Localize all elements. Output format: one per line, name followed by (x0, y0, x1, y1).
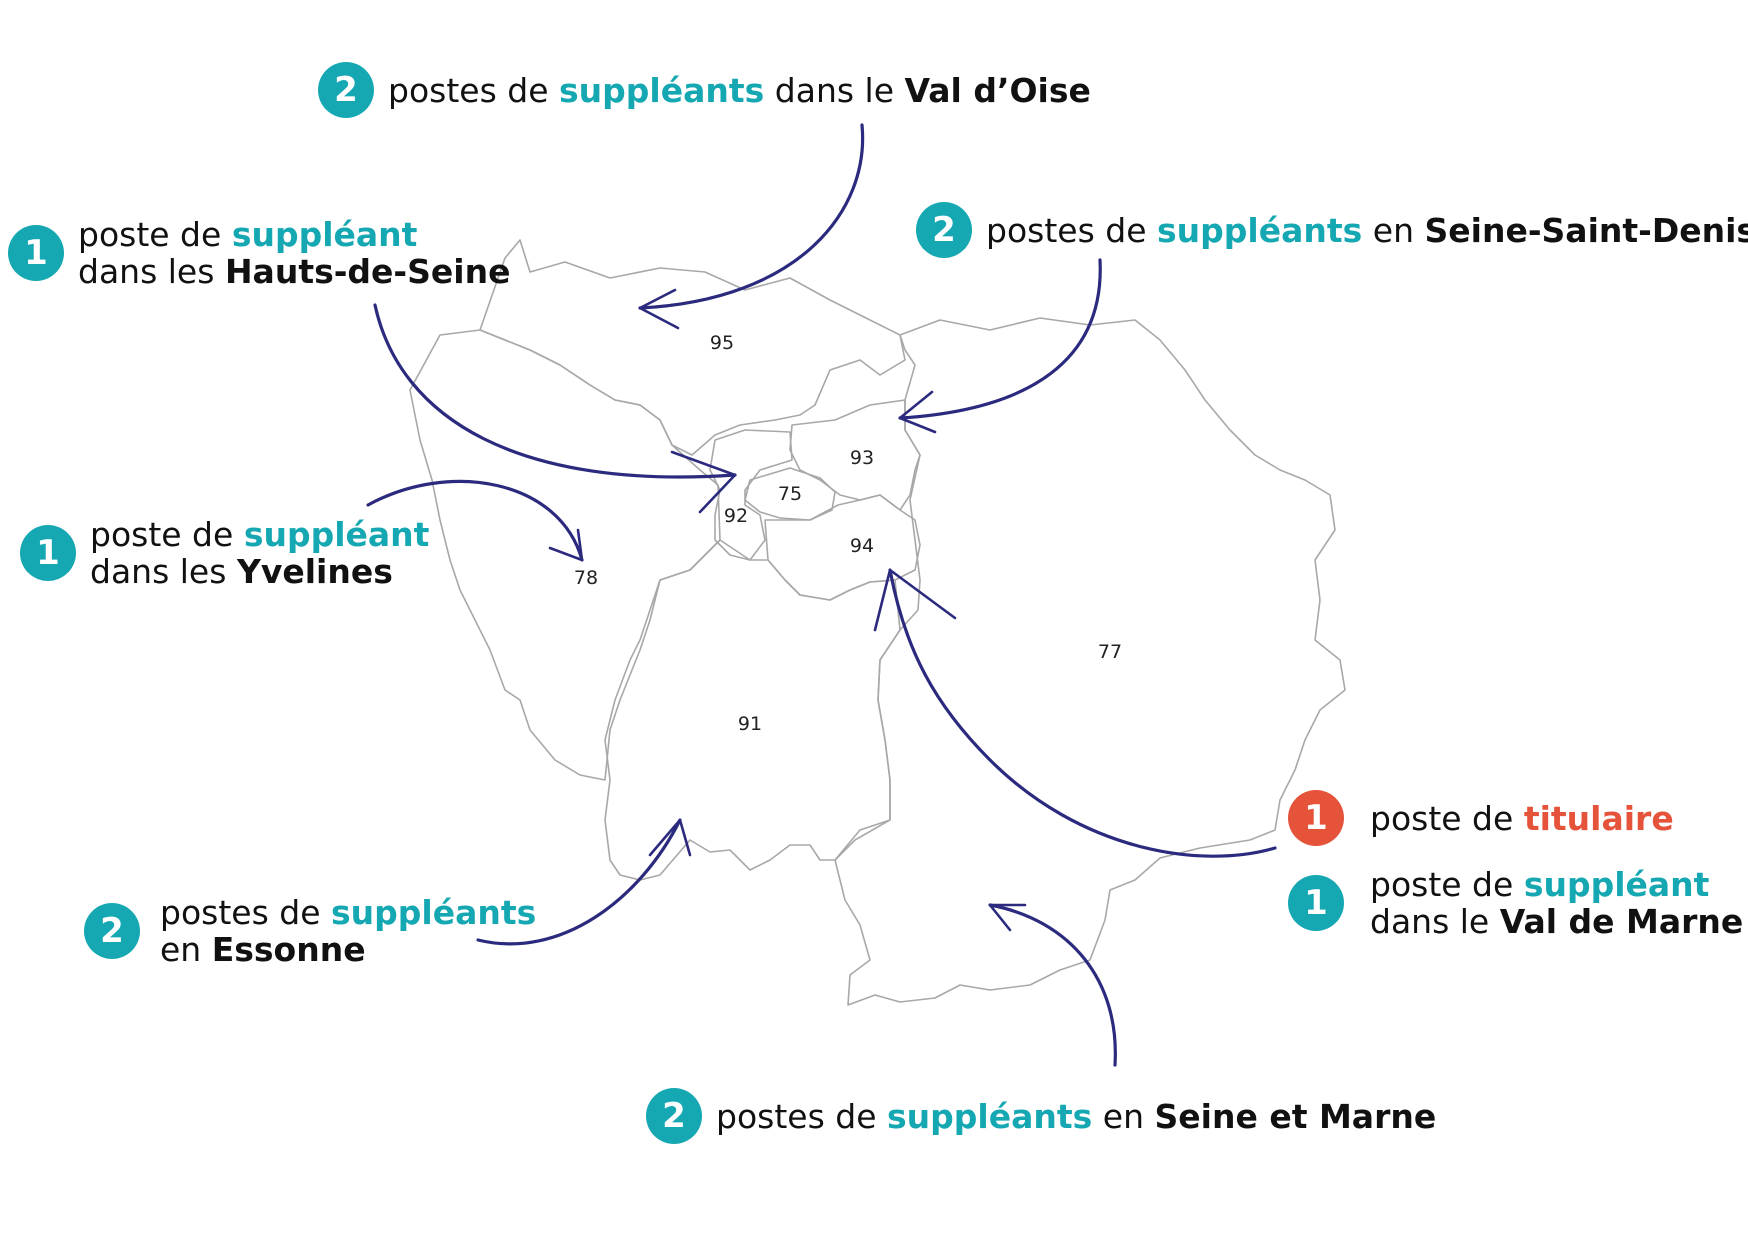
callout-pre: postes de (716, 1096, 877, 1136)
count-badge: 1 (1288, 875, 1344, 931)
callout-line2: dans les (90, 552, 227, 591)
callout-kind: suppléants (559, 70, 765, 110)
callout-text: poste de suppléant dans le Val de Marne (1370, 866, 1743, 940)
arrow-yvelines (366, 479, 584, 562)
dept-label-78: 78 (574, 567, 598, 589)
callout-text: poste de suppléant dans les Yvelines (90, 516, 429, 590)
callout-line2: en (160, 930, 202, 969)
dept-label-91: 91 (738, 713, 762, 735)
dept-label-75: 75 (778, 483, 802, 505)
dept-78-outline (409, 329, 721, 781)
callout-essonne: 2 postes de suppléants en Essonne (84, 894, 536, 968)
callout-text: postes de suppléants dans le Val d’Oise (388, 72, 1091, 109)
count-badge: 2 (84, 903, 140, 959)
count-badge: 1 (20, 525, 76, 581)
callout-seine-et-marne: 2 postes de suppléants en Seine et Marne (646, 1088, 1436, 1144)
dept-label-94: 94 (850, 535, 874, 557)
callout-kind: suppléants (1157, 210, 1363, 250)
callout-val-doise: 2 postes de suppléants dans le Val d’Ois… (318, 62, 1091, 118)
callout-line2: dans les (78, 252, 215, 291)
callout-line2: dans le (1370, 902, 1490, 941)
callout-kind: suppléant (231, 215, 418, 254)
arrow-seine-et-marne (988, 903, 1117, 1067)
dept-label-93: 93 (850, 447, 874, 469)
dept-77-outline (834, 317, 1346, 1006)
callout-kind: suppléants (331, 893, 537, 932)
callout-pre: poste de (1370, 798, 1514, 838)
dept-label-77: 77 (1098, 641, 1122, 663)
arrow-val-doise (638, 123, 865, 330)
callout-mid: en (1372, 210, 1414, 250)
count-badge: 1 (8, 225, 64, 281)
callout-place: Seine-Saint-Denis (1424, 210, 1748, 250)
callout-text: postes de suppléants en Essonne (160, 894, 536, 968)
dept-label-92: 92 (724, 505, 748, 527)
callout-yvelines: 1 poste de suppléant dans les Yvelines (20, 516, 429, 590)
count-badge: 2 (916, 202, 972, 258)
callout-place: Seine et Marne (1154, 1096, 1437, 1136)
callout-kind: suppléant (243, 515, 430, 554)
callout-pre: poste de (1370, 865, 1514, 904)
arrow-seine-saint-denis (898, 258, 1102, 434)
callout-text: postes de suppléants en Seine et Marne (716, 1098, 1436, 1135)
callout-place: Val d’Oise (904, 70, 1091, 110)
count-badge: 2 (318, 62, 374, 118)
callout-mid: dans le (774, 70, 895, 110)
callout-kind: titulaire (1523, 798, 1674, 838)
callout-place: Yvelines (236, 552, 393, 591)
callout-pre: poste de (90, 515, 234, 554)
callout-seine-saint-denis: 2 postes de suppléants en Seine-Saint-De… (916, 202, 1748, 258)
dept-91-outline (604, 539, 901, 881)
callout-pre: postes de (160, 893, 321, 932)
count-badge: 1 (1288, 790, 1344, 846)
callout-mid: en (1102, 1096, 1144, 1136)
count-badge: 2 (646, 1088, 702, 1144)
dept-92-outline (709, 429, 793, 561)
callout-text: poste de suppléant dans les Hauts-de-Sei… (78, 216, 510, 290)
callout-place: Hauts-de-Seine (224, 252, 511, 291)
callout-hauts-de-seine: 1 poste de suppléant dans les Hauts-de-S… (8, 216, 510, 290)
callout-pre: poste de (78, 215, 222, 254)
callout-text: postes de suppléants en Seine-Saint-Deni… (986, 212, 1748, 249)
callout-place: Essonne (211, 930, 366, 969)
arrow-essonne (476, 818, 692, 946)
callout-text: poste de titulaire (1370, 800, 1674, 837)
callout-titulaire: 1 poste de titulaire (1288, 790, 1674, 846)
arrow-hauts-de-seine (373, 303, 737, 514)
callout-place: Val de Marne (1499, 902, 1744, 941)
callout-val-de-marne: 1 poste de suppléant dans le Val de Marn… (1288, 866, 1743, 940)
callout-kind: suppléants (887, 1096, 1093, 1136)
arrow-val-de-marne (873, 568, 1277, 858)
callout-pre: postes de (388, 70, 549, 110)
callout-pre: postes de (986, 210, 1147, 250)
callout-kind: suppléant (1523, 865, 1710, 904)
dept-95-outline (479, 239, 906, 456)
dept-label-95: 95 (710, 332, 734, 354)
